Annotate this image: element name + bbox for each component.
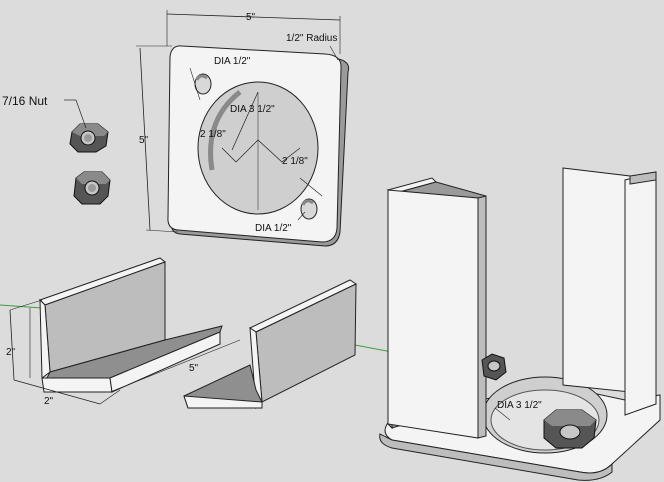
center-hole-label: DIA 3 1/2" xyxy=(230,104,275,115)
plate-height-label: 5" xyxy=(139,135,149,146)
assembly-hole-label: DIA 3 1/2" xyxy=(497,400,542,411)
nut-top xyxy=(69,123,109,153)
hole-top-label: DIA 1/2" xyxy=(214,56,251,67)
angle-bracket-left xyxy=(9,257,241,405)
offset-right-label: 2 1/8" xyxy=(282,156,308,167)
green-axis-line-right xyxy=(354,344,393,353)
base-plate xyxy=(136,10,350,247)
angle-height-label: 2" xyxy=(6,347,16,358)
corner-radius-label: 1/2" Radius xyxy=(286,33,338,44)
nut-bottom xyxy=(73,171,111,205)
hole-bottom-label: DIA 1/2" xyxy=(255,223,292,234)
angle-length-label: 5" xyxy=(189,363,199,374)
assembly-nut-back xyxy=(481,353,507,381)
assembly-nut-front xyxy=(543,409,597,449)
plate-width-label: 5" xyxy=(246,12,256,23)
assembly xyxy=(379,167,661,481)
offset-left-label: 2 1/8" xyxy=(200,129,226,140)
nut-label: 7/16 Nut xyxy=(2,94,48,108)
angle-bracket-right xyxy=(183,279,358,410)
angle-width-label: 2" xyxy=(44,396,54,407)
